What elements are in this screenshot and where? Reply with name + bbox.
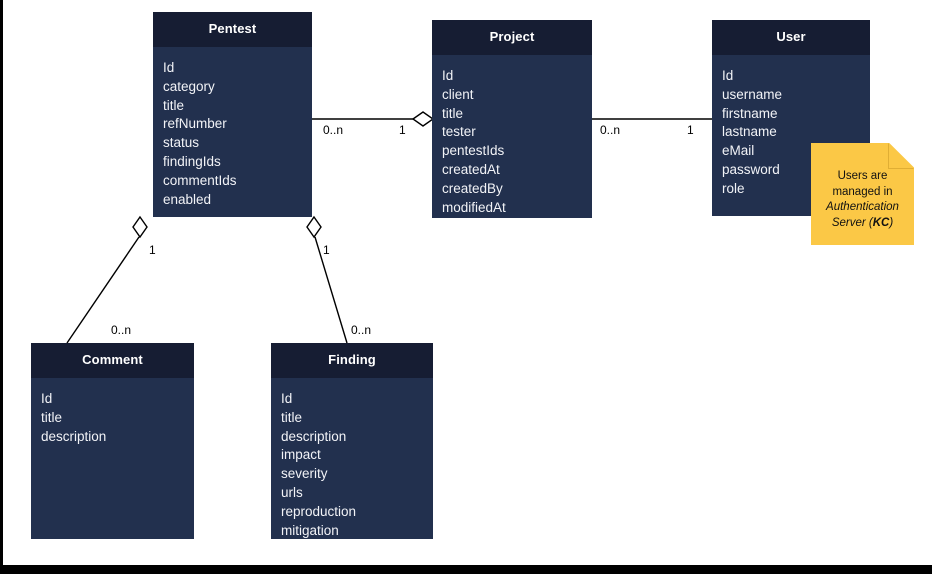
multiplicity-pentest-finding-from: 1 (323, 243, 330, 257)
class-attributes-pentest: Id category title refNumber status findi… (153, 47, 312, 217)
attribute: title (442, 105, 464, 121)
attribute: createdBy (442, 180, 503, 196)
attribute: Id (41, 391, 53, 406)
note-user-managed[interactable]: Users are managed in Authentication Serv… (811, 143, 914, 245)
attribute: username (722, 86, 783, 102)
aggregation-diamond-pentest-comment (132, 215, 148, 239)
attribute: mitigation (281, 522, 339, 538)
aggregation-diamond-pentest-finding (306, 215, 322, 239)
class-box-pentest[interactable]: Pentest Id category title refNumber stat… (153, 12, 312, 217)
class-title-comment: Comment (31, 343, 194, 378)
attribute: description (281, 428, 347, 444)
note-line-4-kc: KC (872, 216, 890, 229)
attribute: impact (281, 447, 321, 463)
attribute: urls (281, 484, 303, 500)
note-line-4-paren-close: ) (889, 216, 894, 229)
aggregation-diamond-project (411, 111, 435, 127)
bottom-letterbox-band (0, 565, 932, 574)
note-line-2: managed in (832, 185, 893, 198)
class-title-user: User (712, 20, 870, 55)
note-line-4-paren-open: ( (865, 216, 873, 229)
attribute: title (163, 97, 185, 113)
multiplicity-pentest-finding-to: 0..n (351, 323, 372, 337)
class-attributes-project: Id client title tester pentestIds create… (432, 55, 592, 218)
class-attributes-comment: Id title description (31, 378, 194, 456)
attribute: Id (442, 68, 454, 83)
note-line-3: Authentication (826, 201, 899, 213)
multiplicity-pentest-project-from: 0..n (323, 123, 344, 137)
attribute: role (722, 180, 745, 196)
attribute: enabled (163, 191, 212, 207)
attribute: commentIds (163, 172, 237, 188)
attribute: title (41, 409, 63, 425)
attribute: severity (281, 466, 328, 482)
attribute: firstname (722, 105, 778, 121)
note-line-4: Server (KC) (811, 216, 914, 232)
attribute: Id (722, 68, 734, 83)
multiplicity-pentest-project-to: 1 (399, 123, 406, 137)
class-box-project[interactable]: Project Id client title tester pentestId… (432, 20, 592, 218)
attribute: findingIds (163, 153, 221, 169)
attribute: client (442, 86, 474, 102)
attribute: password (722, 161, 780, 177)
attribute: createdAt (442, 161, 500, 177)
class-title-project: Project (432, 20, 592, 55)
attribute: Id (163, 60, 175, 75)
multiplicity-project-user-from: 0..n (600, 123, 621, 137)
association-pentest-comment (66, 215, 148, 344)
association-pentest-finding (306, 215, 348, 344)
multiplicity-pentest-comment-to: 0..n (111, 323, 132, 337)
attribute: pentestIds (442, 143, 505, 159)
attribute: title (281, 409, 303, 425)
note-text: Users are managed in Authentication Serv… (811, 169, 914, 231)
attribute: tester (442, 124, 476, 140)
class-attributes-user: Id username firstname lastname eMail pas… (712, 55, 870, 209)
attribute: modifiedAt (442, 199, 506, 215)
note-line-1: Users are (837, 170, 888, 182)
multiplicity-project-user-to: 1 (687, 123, 694, 137)
attribute: lastname (722, 124, 777, 140)
class-title-finding: Finding (271, 343, 433, 378)
note-line-4-server: Server (831, 216, 866, 229)
multiplicity-pentest-comment-from: 1 (149, 243, 156, 257)
class-box-finding[interactable]: Finding Id title description impact seve… (271, 343, 433, 539)
attribute: description (41, 428, 107, 444)
class-box-comment[interactable]: Comment Id title description (31, 343, 194, 539)
attribute: eMail (722, 143, 755, 159)
attribute: refNumber (163, 116, 227, 132)
attribute: reproduction (281, 503, 357, 519)
attribute: Id (281, 391, 293, 406)
attribute: status (163, 135, 200, 151)
class-attributes-finding: Id title description impact severity url… (271, 378, 433, 539)
class-title-pentest: Pentest (153, 12, 312, 47)
attribute: category (163, 78, 215, 94)
